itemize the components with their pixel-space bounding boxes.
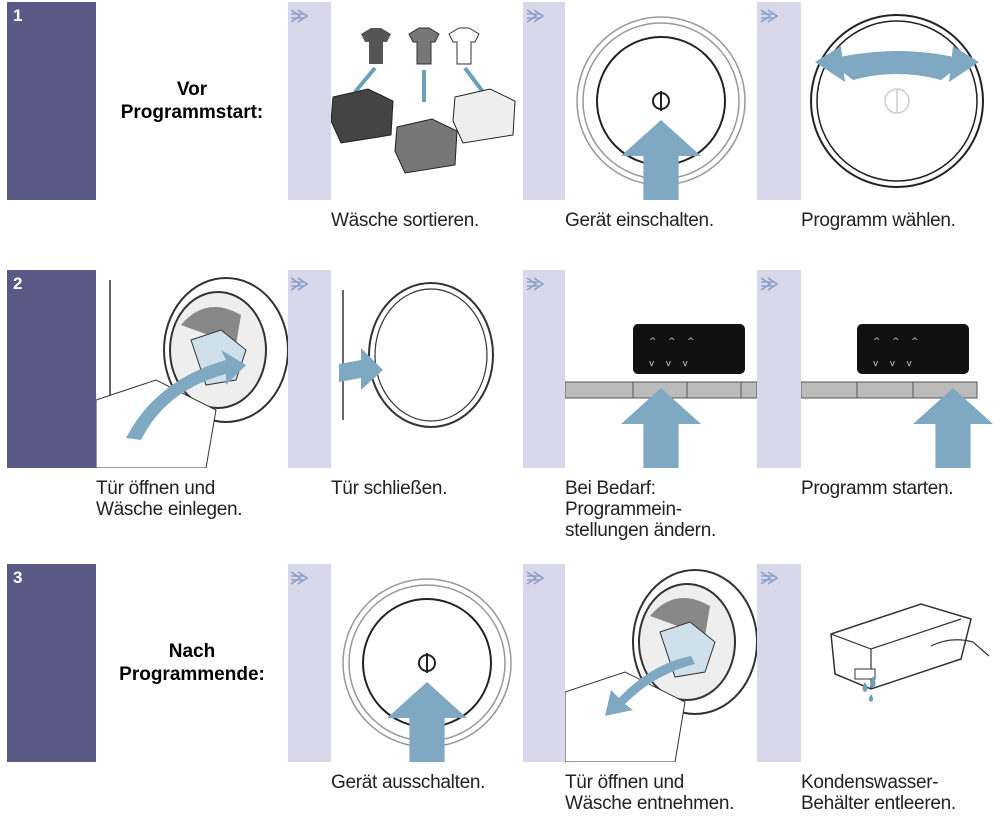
svg-text:^ ^ ^: ^ ^ ^	[649, 337, 695, 347]
laundry-sort-icon	[331, 27, 516, 174]
step-illustration	[801, 564, 993, 762]
svg-text:^ ^ ^: ^ ^ ^	[873, 337, 919, 347]
row-number: 3	[13, 568, 23, 587]
row-number-box: 1	[7, 2, 96, 200]
step-illustration	[331, 270, 523, 468]
next-step-arrow-icon	[759, 568, 781, 588]
step-caption: Gerät ausschalten.	[331, 772, 486, 793]
unload-laundry-icon	[565, 569, 757, 762]
power-off-icon	[342, 578, 512, 762]
step-illustration	[96, 270, 288, 468]
program-select-icon	[810, 14, 984, 188]
next-step-arrow-icon	[289, 274, 311, 294]
next-step-arrow-icon	[759, 6, 781, 26]
next-step-arrow-icon	[525, 6, 547, 26]
next-step-arrow-icon	[289, 6, 311, 26]
step-illustration	[565, 2, 757, 200]
step-row-3: 3 Nach Programmende:	[7, 564, 994, 822]
close-door-icon	[339, 282, 494, 428]
step-illustration	[331, 564, 523, 762]
settings-panel-icon: ^ ^ ^ v v v	[565, 324, 757, 468]
step-caption: Bei Bedarf: Programmein- stellungen ände…	[565, 478, 716, 541]
row-number: 2	[13, 274, 23, 293]
step-illustration	[565, 564, 757, 762]
start-program-icon: ^ ^ ^ v v v	[801, 324, 993, 468]
step-illustration: ^ ^ ^ v v v	[565, 270, 757, 468]
step-caption: Wäsche sortieren.	[331, 210, 480, 231]
power-on-icon	[576, 16, 746, 200]
svg-text:v v v: v v v	[649, 359, 689, 369]
empty-condenser-icon	[830, 603, 990, 702]
step-illustration	[801, 2, 993, 200]
row-title: Vor Programmstart:	[96, 2, 288, 200]
next-step-arrow-icon	[525, 274, 547, 294]
step-row-2: 2 ^ ^ ^ v v v	[7, 270, 994, 560]
row-number-box: 3	[7, 564, 96, 762]
step-row-1: 1 Vor Programmstart:	[7, 2, 994, 262]
step-caption: Tür öffnen und Wäsche entnehmen.	[565, 772, 735, 814]
load-laundry-icon	[96, 277, 288, 468]
step-caption: Programm starten.	[801, 478, 954, 499]
next-step-arrow-icon	[289, 568, 311, 588]
step-caption: Kondenswasser- Behälter entleeren.	[801, 772, 956, 814]
step-caption: Tür öffnen und Wäsche einlegen.	[96, 478, 243, 520]
step-illustration	[331, 2, 523, 200]
row-number: 1	[13, 6, 23, 25]
step-illustration: ^ ^ ^ v v v	[801, 270, 993, 468]
next-step-arrow-icon	[759, 274, 781, 294]
step-caption: Gerät einschalten.	[565, 210, 714, 231]
row-title: Nach Programmende:	[96, 564, 288, 762]
row-number-box: 2	[7, 270, 96, 468]
step-caption: Programm wählen.	[801, 210, 956, 231]
step-caption: Tür schließen.	[331, 478, 448, 499]
next-step-arrow-icon	[525, 568, 547, 588]
svg-text:v v v: v v v	[873, 359, 913, 369]
